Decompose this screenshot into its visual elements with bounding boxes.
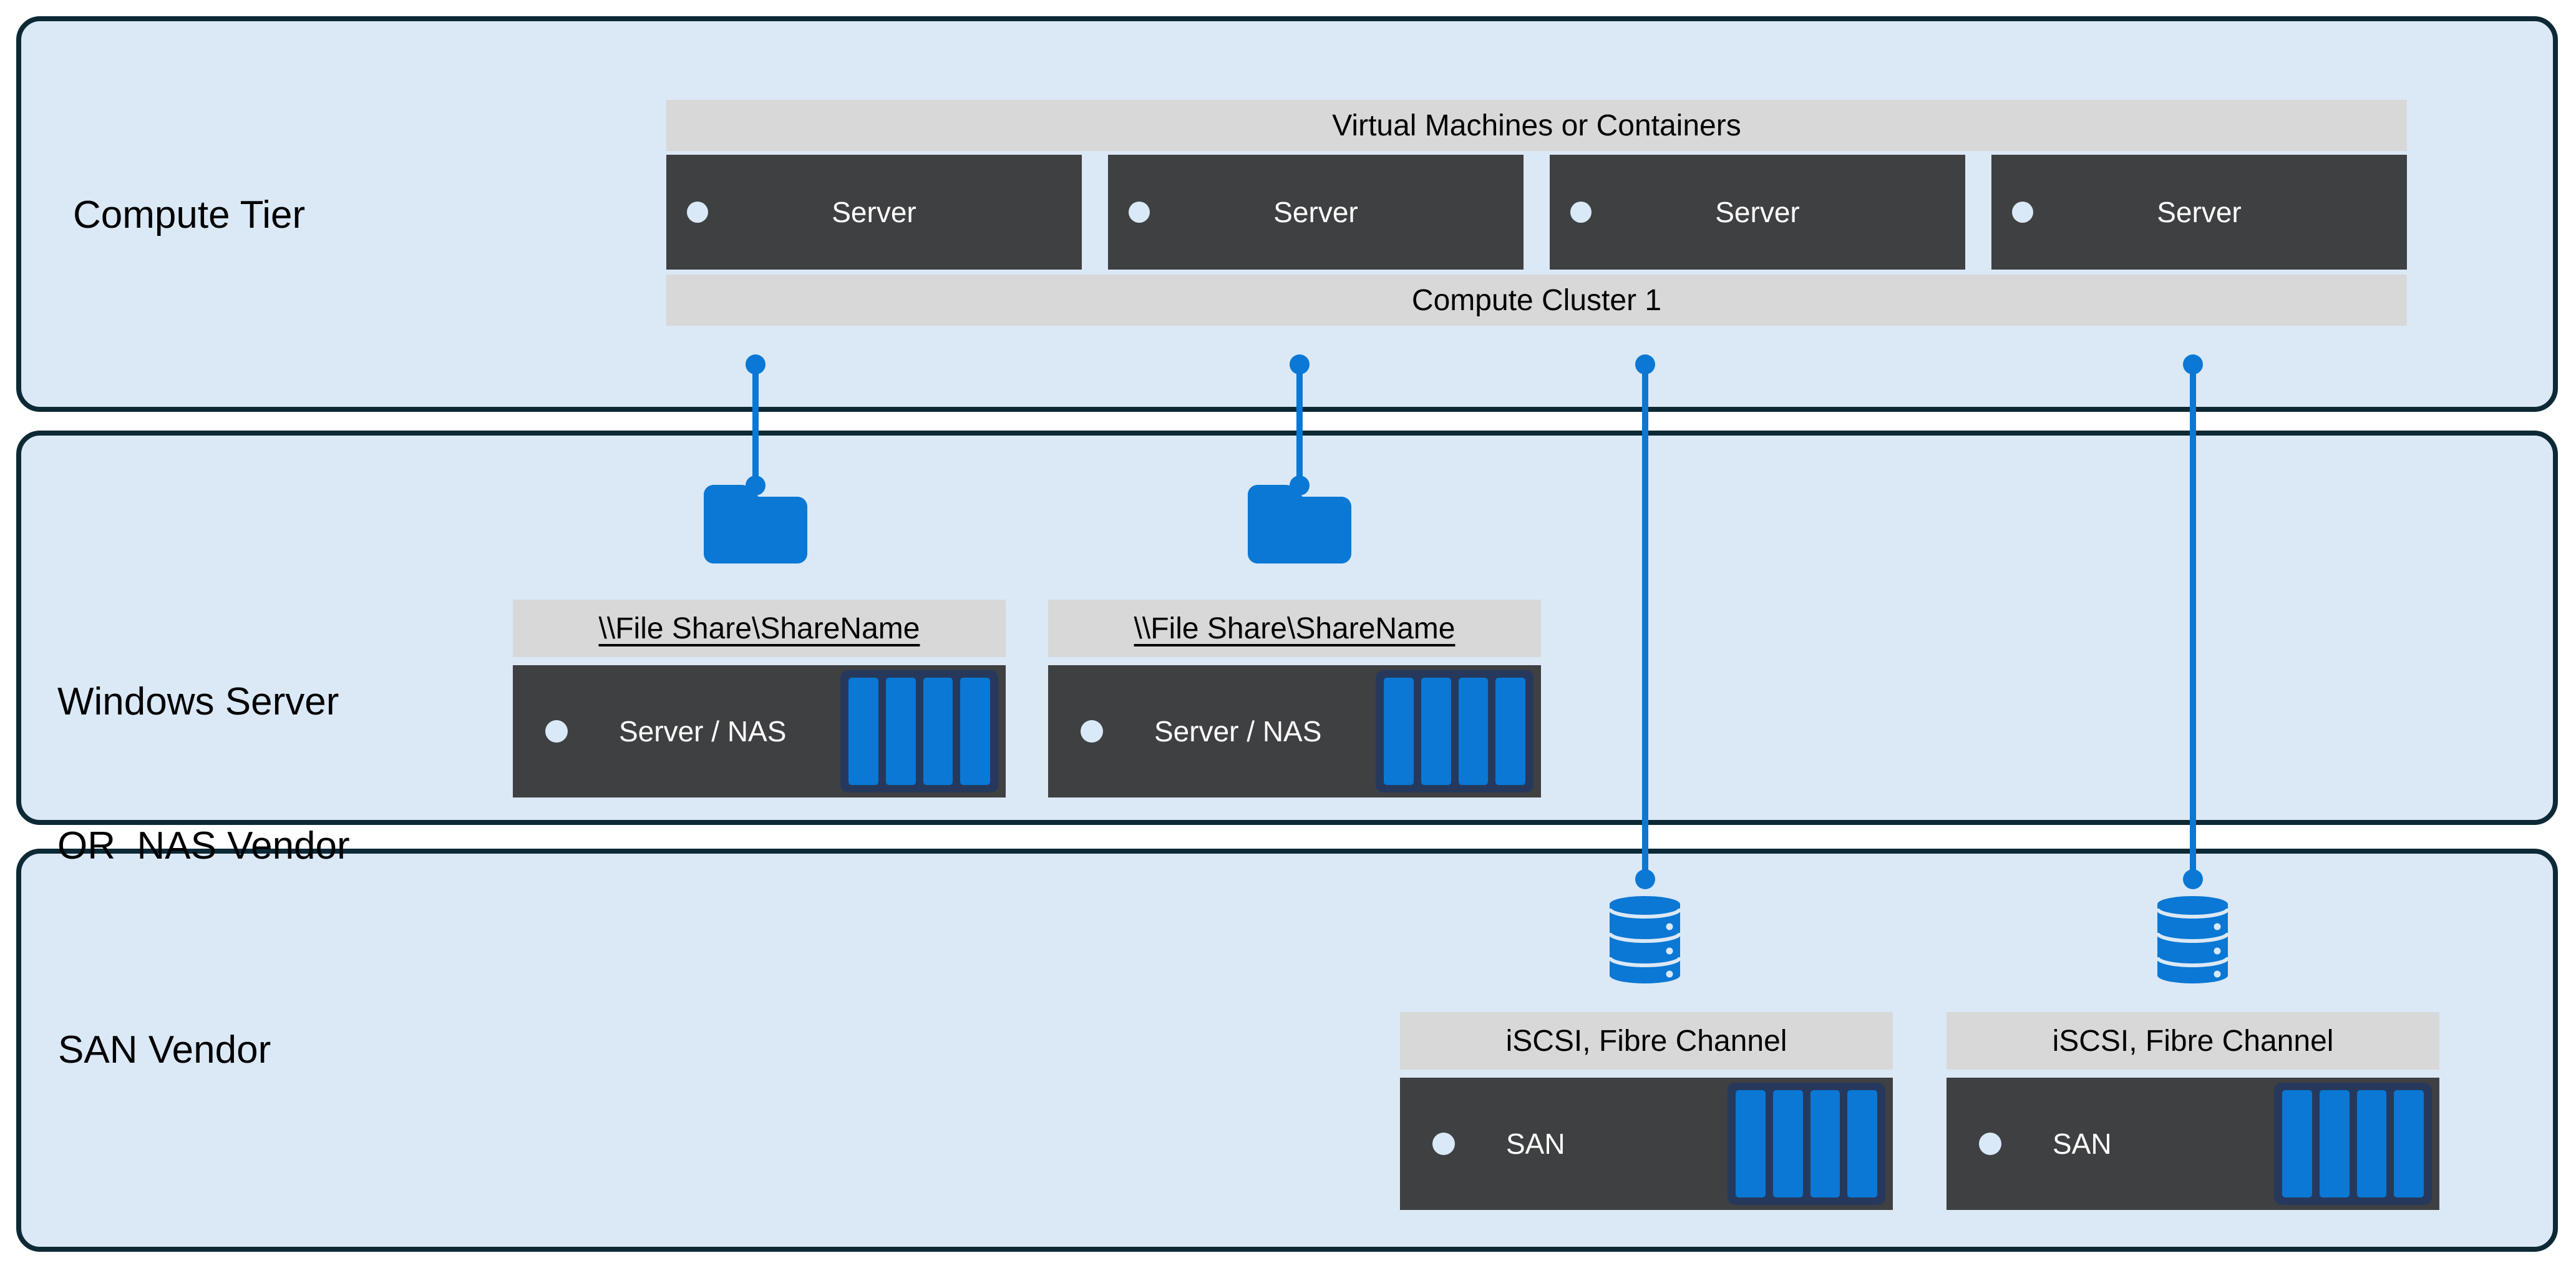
folder-icon <box>704 485 807 563</box>
san-label: SAN <box>2053 1128 2112 1160</box>
database-icon <box>2157 896 2228 983</box>
connector-line <box>2190 364 2196 879</box>
server-nas-box-2: Server / NAS <box>1048 665 1541 797</box>
disk-bar <box>1458 678 1489 785</box>
disk-array-icon <box>1728 1083 1885 1205</box>
server-nas-box-1: Server / NAS <box>513 665 1006 797</box>
vm-containers-bar: Virtual Machines or Containers <box>666 100 2407 151</box>
server-nas-label: Server / NAS <box>619 715 787 748</box>
san-protocol-header: iSCSI, Fibre Channel <box>1947 1012 2439 1070</box>
disk-bar <box>1384 678 1414 785</box>
file-tier-label-line2: OR NAS Vendor <box>57 824 350 867</box>
disk-bar <box>1847 1090 1877 1197</box>
connector-line <box>1642 364 1648 879</box>
connector-dot <box>2183 869 2203 889</box>
bullet-dot-icon <box>1570 202 1592 223</box>
san-box-2: SAN <box>1947 1078 2439 1210</box>
connector-line <box>1296 364 1303 485</box>
server-box-1: Server <box>666 155 1082 270</box>
connector-dot <box>746 354 766 374</box>
bullet-dot-icon <box>1979 1133 2001 1155</box>
connector-dot <box>2183 354 2203 374</box>
disk-bar <box>2319 1090 2350 1197</box>
file-share-header: \\File Share\ShareName <box>513 600 1006 657</box>
san-tier-label: SAN Vendor <box>58 1028 271 1071</box>
file-tier-label: Windows Server OR NAS Vendor <box>57 582 350 966</box>
server-box-2: Server <box>1108 155 1524 270</box>
disk-bar <box>1736 1090 1766 1197</box>
file-tier-label-line1: Windows Server <box>57 680 339 723</box>
server-nas-label: Server / NAS <box>1154 715 1322 748</box>
connector-dot <box>1635 354 1655 374</box>
file-share-header: \\File Share\ShareName <box>1048 600 1541 657</box>
bullet-dot-icon <box>2012 202 2033 223</box>
disk-array-icon <box>2274 1083 2432 1205</box>
bullet-dot-icon <box>545 720 568 743</box>
file-share-path: \\File Share\ShareName <box>598 612 920 645</box>
san-label: SAN <box>1506 1128 1565 1160</box>
san-protocol-header: iSCSI, Fibre Channel <box>1400 1012 1893 1070</box>
disk-bar <box>1772 1090 1803 1197</box>
disk-bar <box>1495 678 1525 785</box>
server-label: Server <box>1273 196 1358 228</box>
bullet-dot-icon <box>687 202 708 223</box>
compute-tier-label: Compute Tier <box>73 193 306 237</box>
database-icon <box>1610 896 1680 983</box>
disk-bar <box>885 678 916 785</box>
bullet-dot-icon <box>1129 202 1150 223</box>
server-box-3: Server <box>1550 155 1965 270</box>
disk-bar <box>960 678 990 785</box>
connector-line <box>752 364 759 485</box>
disk-array-icon <box>840 670 998 792</box>
compute-cluster-bar: Compute Cluster 1 <box>666 275 2407 326</box>
bullet-dot-icon <box>1081 720 1103 743</box>
disk-bar <box>2282 1090 2312 1197</box>
folder-icon <box>1248 485 1351 563</box>
disk-bar <box>1421 678 1451 785</box>
server-label: Server <box>2157 196 2242 228</box>
server-box-4: Server <box>1991 155 2407 270</box>
server-label: Server <box>1715 196 1800 228</box>
disk-bar <box>923 678 953 785</box>
disk-bar <box>2394 1090 2424 1197</box>
file-share-path: \\File Share\ShareName <box>1134 612 1456 645</box>
san-box-1: SAN <box>1400 1078 1893 1210</box>
connector-dot <box>1290 354 1310 374</box>
connector-dot <box>1635 869 1655 889</box>
disk-bar <box>848 678 878 785</box>
bullet-dot-icon <box>1432 1133 1455 1155</box>
disk-array-icon <box>1376 670 1533 792</box>
disk-bar <box>2356 1090 2387 1197</box>
disk-bar <box>1810 1090 1840 1197</box>
server-label: Server <box>832 196 916 228</box>
